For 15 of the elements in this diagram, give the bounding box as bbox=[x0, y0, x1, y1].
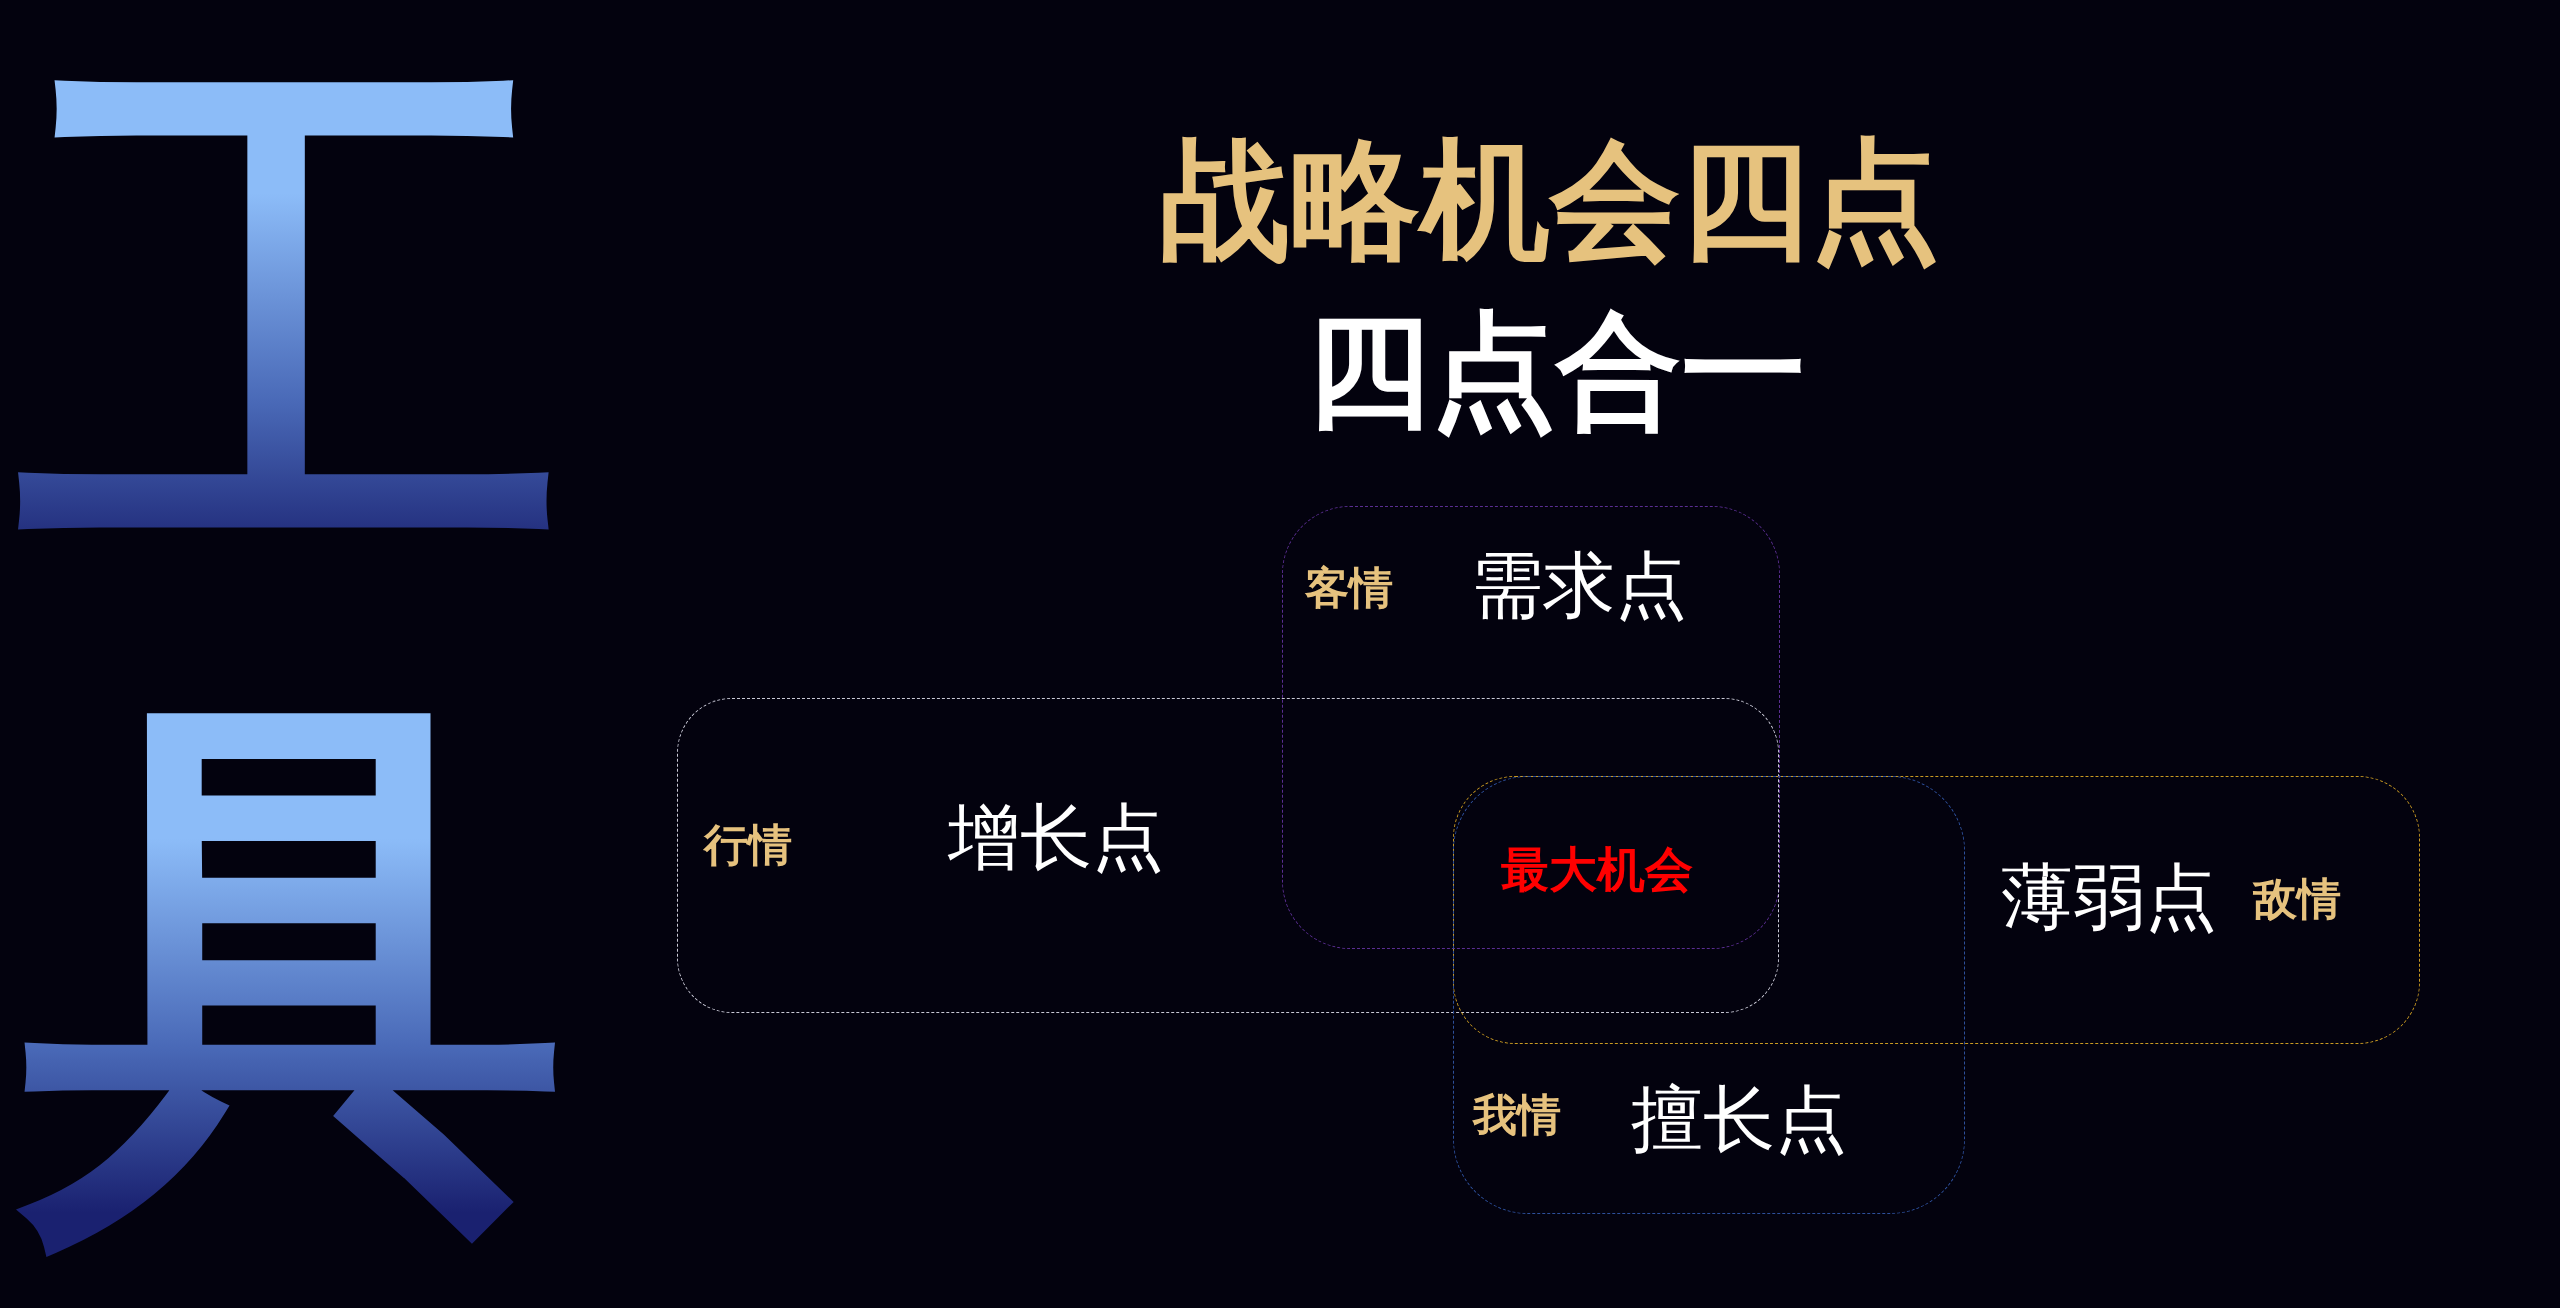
highlight-label: 最大机会 bbox=[1501, 842, 1693, 898]
point-label: 增长点 bbox=[948, 801, 1164, 873]
category-heading: 客情 bbox=[1305, 566, 1393, 610]
dashed-rounded-frame bbox=[1453, 776, 2420, 1044]
title: 战略机会四点 bbox=[1160, 126, 1940, 275]
dashed-rounded-frame bbox=[1453, 776, 1965, 1214]
point-label: 需求点 bbox=[1471, 549, 1687, 621]
subtitle: 四点合一 bbox=[1306, 300, 1806, 442]
point-label: 擅长点 bbox=[1631, 1083, 1847, 1155]
point-label: 薄弱点 bbox=[2001, 861, 2217, 933]
category-heading: 我情 bbox=[1473, 1093, 1561, 1137]
dashed-rounded-frame bbox=[677, 698, 1779, 1013]
category-heading: 行情 bbox=[704, 823, 792, 867]
dashed-rounded-frame bbox=[1282, 506, 1780, 949]
category-heading: 敌情 bbox=[2253, 877, 2341, 921]
